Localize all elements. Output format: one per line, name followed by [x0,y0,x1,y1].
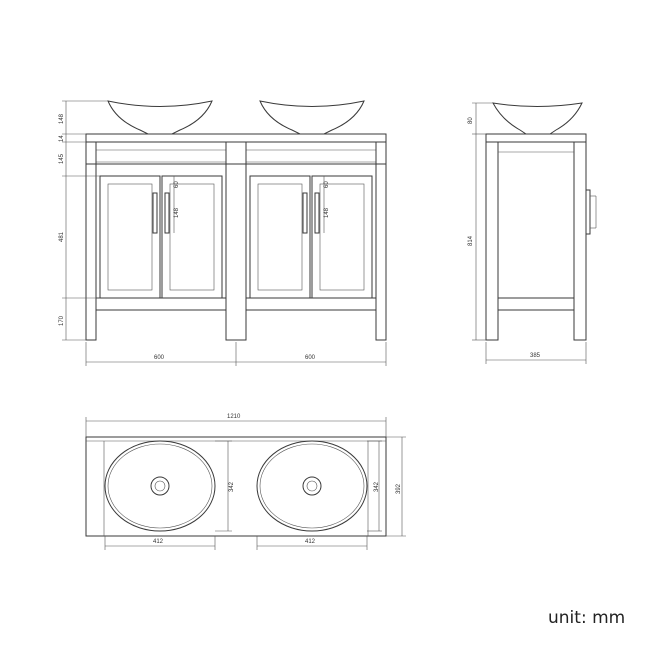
dim-side-basin-height: 80 [468,117,474,124]
unit-label: unit: mm [548,608,626,628]
dim-leg-height: 170 [59,315,65,326]
handle-length-label-right: 148 [324,207,330,218]
front-right-leg [375,141,387,341]
handle-offset-label-right: 60 [324,181,330,188]
dim-right-basin-depth: 342 [374,481,380,492]
front-apron [85,141,387,165]
door-4 [311,175,373,299]
top-left-basin [104,440,216,532]
right-vessel-basin [259,100,365,135]
handle-4 [314,192,320,234]
door-2 [161,175,223,299]
top-countertop [85,436,387,537]
dim-right-basin-width: 412 [305,539,316,545]
left-drain [150,476,170,496]
side-view: 80 814 385 [468,102,597,364]
handle-length-label-left: 148 [174,207,180,218]
dim-depth: 385 [530,353,541,359]
front-view: 60 148 60 148 148 14 145 481 170 600 600 [59,100,387,366]
dim-left-basin-width: 412 [153,539,164,545]
handle-offset-label-left: 60 [174,181,180,188]
side-bottom-rail [497,297,575,311]
door-3 [249,175,311,299]
handle-1 [152,192,158,234]
right-drain [302,476,322,496]
dim-door-height: 481 [59,231,65,242]
front-left-bottom-rail [95,297,227,311]
dim-left-basin-depth: 342 [229,481,235,492]
door-1 [99,175,161,299]
top-right-basin [256,440,368,532]
front-right-bottom-rail [245,297,377,311]
front-left-leg [85,141,97,341]
side-front-leg [573,141,587,341]
handle-2 [164,192,170,234]
side-countertop [485,133,587,143]
dim-apron-height: 145 [59,153,65,164]
dim-width-right: 600 [305,355,316,361]
left-vessel-basin [107,100,213,135]
top-view: 1210 412 412 342 342 392 [85,414,406,550]
side-back-leg [485,141,499,341]
dim-basin-height: 148 [59,113,65,124]
dim-total-depth: 392 [396,483,402,494]
dim-width-left: 600 [154,355,165,361]
side-vessel-basin [492,102,583,135]
dim-total-width: 1210 [227,414,241,420]
front-countertop [85,133,387,143]
front-center-leg [225,141,247,341]
dim-top-thickness: 14 [59,135,65,142]
handle-3 [302,192,308,234]
side-door-handle [585,189,591,235]
dim-total-height: 814 [468,235,474,246]
